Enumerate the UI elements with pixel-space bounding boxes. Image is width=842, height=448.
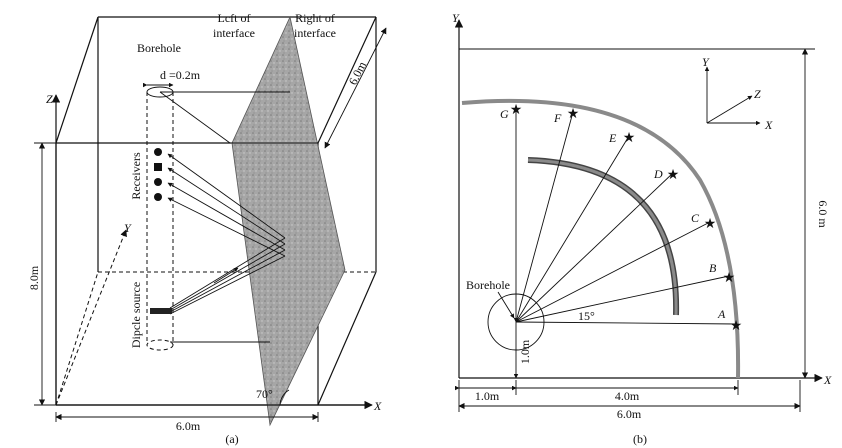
star-g-icon: ★	[510, 103, 523, 118]
ray-paths	[167, 153, 286, 315]
plane-box-intersections	[170, 91, 318, 343]
bottom-dimensions-b: 1.0m 4.0m 6.0m	[454, 380, 801, 421]
axis-y-label-a: Y	[124, 221, 132, 235]
measurement-points: ★ ★ ★ ★ ★ ★ ★	[510, 103, 743, 334]
depth-dimension-label: 6.0m	[346, 59, 370, 88]
point-labels: A B C D E F G	[500, 107, 726, 321]
radius-label-b: 1.0m	[518, 339, 532, 364]
height-dimension-b: 6.0 m	[795, 48, 830, 379]
width-dimension-label: 6.0m	[176, 419, 201, 433]
inner-curve-core	[527, 158, 678, 316]
star-c-icon: ★	[704, 217, 717, 232]
receiver-1	[154, 148, 162, 156]
borehole-label-b: Borehole	[466, 278, 510, 292]
inset-z-label: Z	[754, 87, 761, 101]
point-label-g: G	[500, 107, 509, 121]
height-dimension-label: 8.0m	[27, 265, 41, 290]
interface-plane	[231, 15, 346, 427]
receiver-2	[154, 163, 162, 171]
borehole-cylinder	[146, 86, 231, 351]
outer-interface-arc	[461, 98, 741, 379]
axes-b: Y X	[452, 11, 832, 387]
dipole-source-label: Dipcle source	[129, 282, 143, 348]
d-dimension-label: d =0.2m	[160, 68, 201, 82]
left-interface-label-line1: Lcft of	[218, 11, 251, 25]
angle-label-a: 70°	[256, 387, 273, 401]
caption-a: (a)	[225, 432, 238, 446]
angle-label-b: 15°	[578, 309, 595, 323]
dim-left-label: 1.0m	[475, 389, 500, 403]
point-label-f: F	[553, 111, 562, 125]
inset-x-label: X	[764, 118, 773, 132]
point-label-d: D	[653, 167, 663, 181]
borehole-label-a: Borehole	[137, 41, 181, 55]
dim-total-label: 6.0m	[617, 407, 642, 421]
star-e-icon: ★	[623, 131, 636, 146]
point-label-e: E	[608, 131, 617, 145]
inset-y-label: Y	[702, 55, 710, 69]
star-b-icon: ★	[723, 271, 736, 286]
left-interface-label-line2: interface	[213, 26, 255, 40]
angle-arc-a	[279, 389, 290, 406]
dim-arc-label: 4.0m	[615, 389, 640, 403]
axis-z-label-a: Z	[46, 92, 53, 106]
right-interface-label-line2: interface	[294, 26, 336, 40]
axes-a: Z X Y	[46, 92, 382, 413]
axis-x-label-b: X	[823, 373, 832, 387]
star-d-icon: ★	[667, 168, 680, 183]
receiver-4	[154, 193, 162, 201]
panel-a: Z X Y 8.0m 6.0m 6.0m d =0.2m 70° Borehol…	[27, 11, 387, 446]
axis-x-label-a: X	[373, 399, 382, 413]
right-interface-label-line1: Right of	[295, 11, 335, 25]
radial-lines	[515, 108, 737, 325]
inner-curve	[527, 157, 680, 316]
receivers-group	[154, 148, 162, 201]
borehole-pointer	[497, 291, 515, 319]
height-label-b: 6.0 m	[816, 200, 830, 228]
inset-axes: Y X Z	[702, 55, 773, 132]
caption-b: (b)	[633, 432, 647, 446]
receiver-3	[154, 178, 162, 186]
axis-y-label-b: Y	[452, 11, 460, 25]
panel-b: Y X Y X Z ★	[452, 11, 832, 446]
star-f-icon: ★	[567, 107, 580, 122]
point-label-b: B	[709, 261, 717, 275]
point-label-c: C	[691, 211, 700, 225]
dipole-source	[150, 308, 172, 314]
star-a-icon: ★	[730, 319, 743, 334]
point-label-a: A	[717, 307, 726, 321]
receivers-label: Receivers	[129, 152, 143, 200]
